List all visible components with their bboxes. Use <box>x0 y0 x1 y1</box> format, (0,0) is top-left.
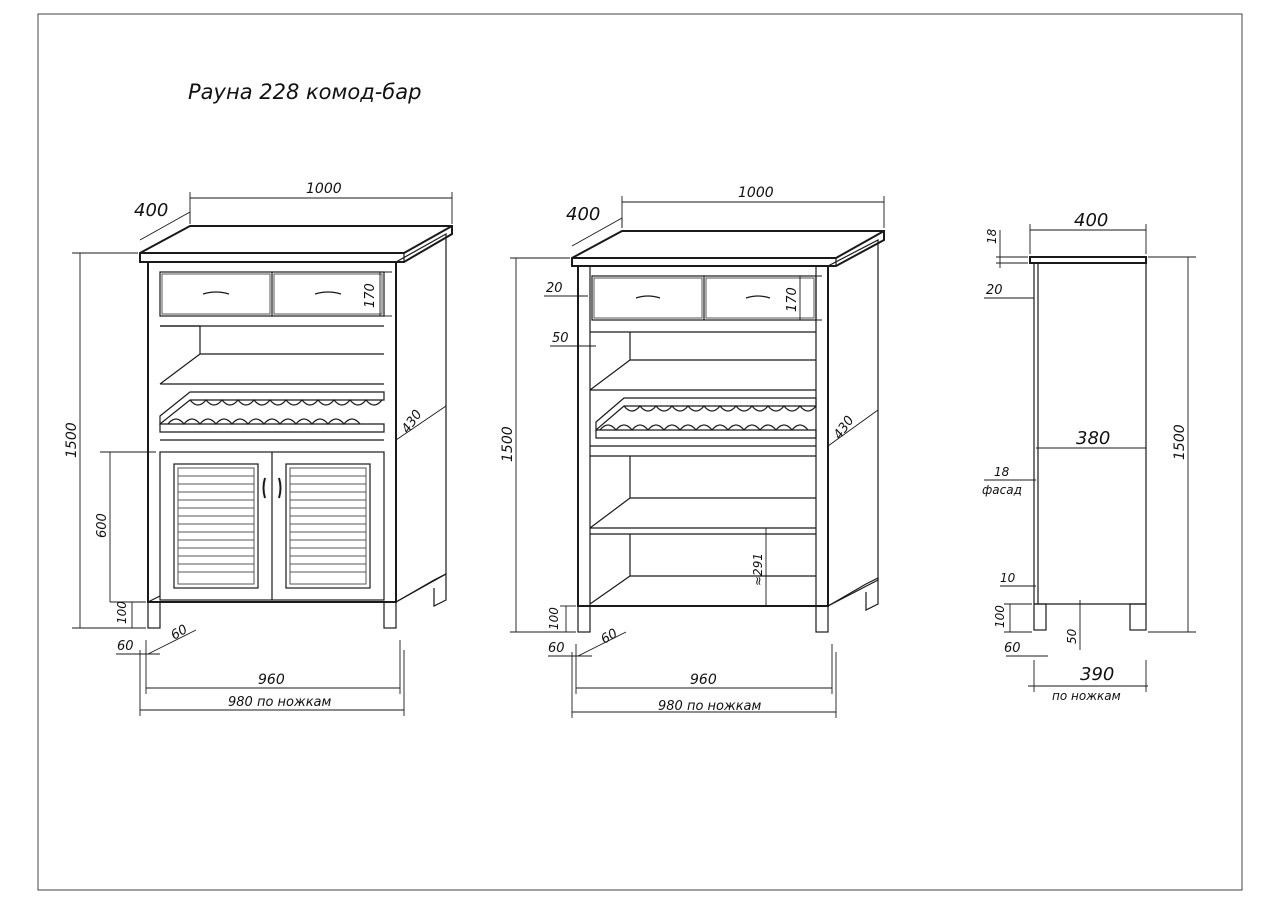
wine-rack <box>159 391 385 433</box>
open-dim-leg-height: 100 <box>547 607 561 630</box>
side-dim-top-thickness: 18 <box>985 228 999 244</box>
door-right <box>285 463 371 589</box>
open-bottom-compartment <box>589 534 816 605</box>
front-dim-drawer: 170 <box>363 283 378 308</box>
drawer-right <box>273 273 383 315</box>
sheet-border <box>37 13 1243 891</box>
side-dim-depth: 400 <box>1074 210 1108 231</box>
open-dim-bottom: ≈291 <box>751 553 765 586</box>
side-dim-leg-height: 100 <box>993 605 1007 628</box>
front-view: 400 1000 1500 170 430 600 100 60 60 960 … <box>64 181 453 716</box>
front-dim-leg-offset: 60 <box>117 639 134 654</box>
open-upper-shelf <box>589 332 816 391</box>
front-dim-feet-width: 980 по ножкам <box>228 695 332 710</box>
open-dim-feet-width: 980 по ножкам <box>658 699 762 714</box>
front-dim-shelf-depth: 430 <box>399 407 426 436</box>
open-dim-leg-depth: 60 <box>599 626 621 647</box>
side-dim-facade-thickness: 18 <box>994 465 1010 479</box>
front-dim-door: 600 <box>95 513 110 538</box>
open-dim-shelf-gap: 50 <box>552 331 569 346</box>
side-dim-height: 1500 <box>1172 424 1188 460</box>
cabinet-body <box>147 261 397 603</box>
side-dim-feet-depth: 390 <box>1080 664 1114 685</box>
side-dim-leg-offset: 60 <box>1004 641 1021 656</box>
open-drawer-left <box>593 277 703 319</box>
side-dim-back-gap: 20 <box>986 283 1003 298</box>
open-dim-width: 1000 <box>738 185 774 201</box>
side-dim-inner-depth: 380 <box>1076 428 1110 449</box>
open-middle-shelf <box>589 456 816 535</box>
door-left <box>173 463 259 589</box>
open-wine-rack <box>595 397 817 439</box>
open-drawer-handle-right-icon <box>745 295 771 299</box>
open-shelf <box>159 325 384 385</box>
front-dim-depth: 400 <box>134 200 168 221</box>
side-top <box>1029 256 1147 264</box>
side-view: 18 400 20 380 18 фасад 10 1500 100 50 60… <box>982 210 1196 703</box>
side-dim-bottom-gap: 10 <box>1000 571 1016 585</box>
open-dim-depth: 400 <box>566 204 600 225</box>
front-dim-inner-width: 960 <box>258 672 285 688</box>
front-dim-leg-height: 100 <box>115 601 129 624</box>
front-dim-leg-depth: 60 <box>169 622 191 643</box>
side-dim-facade-label: фасад <box>982 483 1022 497</box>
open-view: 400 1000 1500 20 50 170 430 ≈291 100 60 … <box>500 185 885 718</box>
open-dim-leg-offset: 60 <box>548 641 565 656</box>
side-dim-feet-label: по ножкам <box>1052 689 1121 703</box>
drawing-title: Рауна 228 комод-бар <box>188 80 421 104</box>
open-dim-top-gap: 20 <box>546 281 563 296</box>
front-dim-height: 1500 <box>64 422 80 458</box>
legs <box>147 573 447 629</box>
open-dim-height: 1500 <box>500 426 516 462</box>
drawer-handle-right-icon <box>314 291 342 295</box>
open-dim-inner-width: 960 <box>690 672 717 688</box>
drawer-handle-left-icon <box>202 291 230 295</box>
door-handles-icon <box>262 477 282 499</box>
side-legs <box>1033 603 1147 631</box>
open-drawer-right <box>705 277 815 319</box>
front-dim-width: 1000 <box>306 181 342 197</box>
open-cabinet-body <box>577 265 829 607</box>
open-legs <box>577 577 879 633</box>
side-dim-leg-width: 50 <box>1065 628 1079 644</box>
open-drawer-handle-left-icon <box>635 295 661 299</box>
open-dim-drawer: 170 <box>785 287 800 312</box>
drawer-left <box>161 273 271 315</box>
